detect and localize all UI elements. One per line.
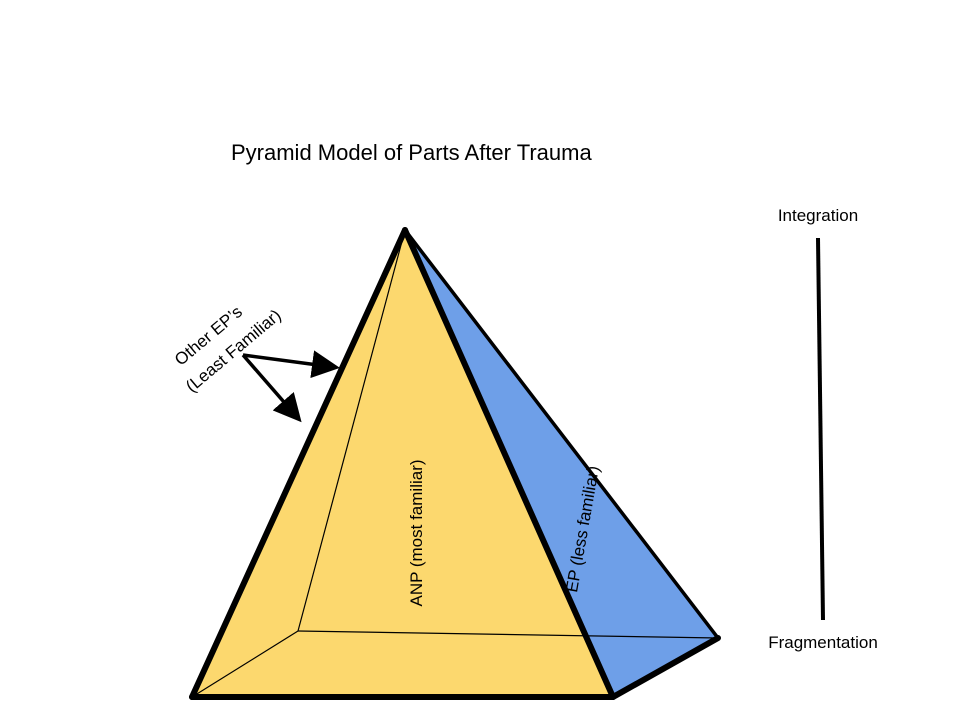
diagram-title: Pyramid Model of Parts After Trauma (231, 140, 592, 165)
scale-top-label: Integration (778, 206, 858, 225)
back-right-edge (403, 228, 720, 640)
arrow-to-edge-upper (242, 350, 340, 379)
left-edge (189, 227, 408, 700)
scale-bottom-label: Fragmentation (768, 633, 878, 652)
arrow-to-edge-lower (241, 353, 302, 423)
pyramid-side-face-ep (405, 230, 718, 697)
scale-line (816, 237, 825, 621)
pyramid-outline (189, 227, 721, 700)
hidden-base-back-edge (297, 630, 719, 639)
pyramid-hidden-edges (191, 229, 719, 698)
hidden-back-edge (297, 229, 406, 632)
pyramid-front-face-anp (192, 230, 613, 697)
other-eps-arrows (241, 350, 340, 423)
anp-label: ANP (most familiar) (407, 459, 426, 606)
hidden-base-left-edge (191, 630, 299, 698)
side-base-edge (610, 635, 721, 700)
front-right-edge (402, 227, 616, 700)
